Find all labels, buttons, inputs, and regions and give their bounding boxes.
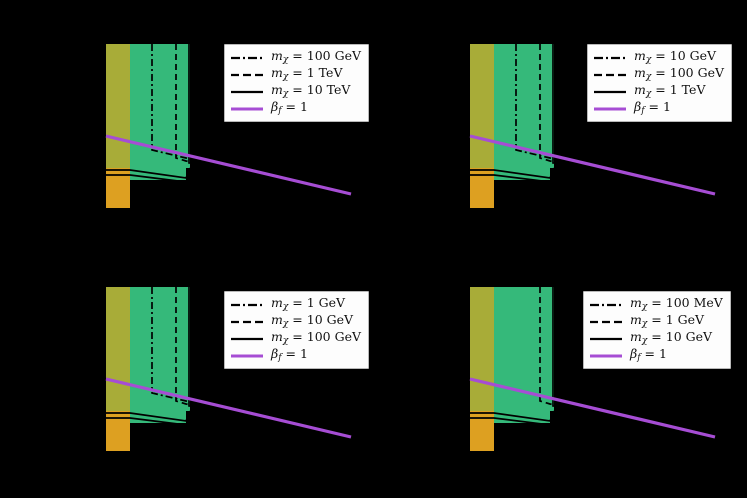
legend-key-solid-icon (589, 333, 623, 345)
legend-label: mχ = 1 GeV (630, 312, 705, 329)
shaded-bands-top-right (470, 44, 554, 208)
curve-solid-1c (470, 417, 551, 426)
legend-label: mχ = 100 GeV (634, 65, 724, 82)
legend-label: mχ = 1 TeV (634, 82, 706, 99)
legend-row: mχ = 1 GeV (230, 296, 361, 313)
shaded-bands-top-left (106, 44, 190, 208)
legend-key-solid-icon (230, 86, 264, 98)
curve-dashed-1 (175, 44, 206, 165)
curve-dashed-1 (539, 44, 570, 165)
legend-key-solid-icon (593, 86, 627, 98)
legend-row: βf = 1 (589, 347, 723, 364)
beta-f-line (105, 377, 352, 439)
legend-label: mχ = 10 GeV (630, 329, 713, 346)
beta-f-line (469, 134, 716, 196)
legend-key-dashdot-icon (230, 299, 264, 311)
legend-row: βf = 1 (230, 100, 361, 117)
beta-f-line (469, 377, 716, 439)
legend-row: mχ = 100 MeV (589, 296, 723, 313)
orange-band (470, 411, 494, 451)
legend-row: mχ = 10 GeV (593, 49, 724, 66)
legend-label: βf = 1 (271, 99, 308, 116)
legend-row: mχ = 1 GeV (589, 313, 723, 330)
legend-key-beta-icon (230, 350, 264, 362)
legend-label: mχ = 10 GeV (271, 312, 354, 329)
legend-row: mχ = 10 TeV (230, 83, 361, 100)
legend-label: mχ = 100 MeV (630, 295, 723, 312)
panel-plot-area-top-left (0, 0, 373, 249)
panel-bottom-right: mχ = 100 MeV mχ = 1 GeV mχ = 10 GeV βf =… (374, 249, 747, 498)
legend-row: mχ = 100 GeV (230, 49, 361, 66)
panel-top-left: mχ = 100 GeV mχ = 1 TeV mχ = 10 TeV βf =… (0, 0, 373, 249)
curve-solid-1c (106, 417, 187, 426)
olive-band (106, 44, 130, 168)
legend-top-left: mχ = 100 GeV mχ = 1 TeV mχ = 10 TeV βf =… (224, 44, 369, 122)
curve-solid-1 (470, 409, 556, 422)
curve-solid-1c (106, 174, 187, 183)
olive-band (470, 44, 494, 168)
orange-band (470, 168, 494, 208)
curve-dashdot-1 (151, 44, 206, 165)
legend-row: mχ = 100 GeV (230, 330, 361, 347)
olive-band (106, 287, 130, 411)
legend-label: mχ = 10 GeV (634, 48, 717, 65)
legend-row: βf = 1 (593, 100, 724, 117)
legend-key-dashed-icon (230, 69, 264, 81)
panel-plot-area-top-right (374, 0, 747, 249)
curve-dashed-1 (175, 287, 206, 408)
legend-row: mχ = 10 GeV (589, 330, 723, 347)
legend-label: mχ = 10 TeV (271, 82, 351, 99)
legend-key-dashed-icon (589, 316, 623, 328)
panel-plot-area-bottom-left (0, 249, 373, 498)
legend-label: βf = 1 (630, 346, 667, 363)
legend-key-solid-icon (230, 333, 264, 345)
legend-key-beta-icon (593, 103, 627, 115)
legend-key-dashdot-icon (589, 299, 623, 311)
legend-row: mχ = 10 GeV (230, 313, 361, 330)
curve-solid-1 (470, 166, 556, 179)
curve-dashdot-1 (515, 44, 570, 165)
legend-row: mχ = 1 TeV (593, 83, 724, 100)
legend-row: βf = 1 (230, 347, 361, 364)
legend-label: mχ = 100 GeV (271, 48, 361, 65)
shaded-bands-bottom-right (470, 287, 554, 451)
legend-label: mχ = 1 TeV (271, 65, 343, 82)
legend-label: mχ = 100 GeV (271, 329, 361, 346)
legend-key-beta-icon (589, 350, 623, 362)
curve-solid-1b (188, 287, 206, 408)
legend-top-right: mχ = 10 GeV mχ = 100 GeV mχ = 1 TeV βf =… (587, 44, 732, 122)
curve-solid-1 (106, 166, 192, 179)
orange-band (106, 411, 130, 451)
curve-solid-1b (188, 44, 206, 165)
legend-label: βf = 1 (634, 99, 671, 116)
curve-solid-1b (552, 44, 570, 165)
curves-bottom-right (470, 287, 570, 426)
legend-key-dashed-icon (593, 69, 627, 81)
legend-row: mχ = 1 TeV (230, 66, 361, 83)
curve-solid-1 (106, 409, 192, 422)
legend-row: mχ = 100 GeV (593, 66, 724, 83)
shaded-bands-bottom-left (106, 287, 190, 451)
curve-dashed-1 (539, 287, 570, 408)
beta-f-line (105, 134, 352, 196)
legend-key-dashdot-icon (593, 52, 627, 64)
curve-solid-1c (470, 174, 551, 183)
curves-top-right (470, 44, 570, 183)
legend-bottom-left: mχ = 1 GeV mχ = 10 GeV mχ = 100 GeV βf =… (224, 291, 369, 369)
panel-top-right: mχ = 10 GeV mχ = 100 GeV mχ = 1 TeV βf =… (374, 0, 747, 249)
legend-key-dashdot-icon (230, 52, 264, 64)
legend-label: βf = 1 (271, 346, 308, 363)
curves-bottom-left (106, 287, 206, 426)
olive-band (470, 287, 494, 411)
panel-bottom-left: mχ = 1 GeV mχ = 10 GeV mχ = 100 GeV βf =… (0, 249, 373, 498)
curve-dashdot-1 (151, 287, 206, 408)
curves-top-left (106, 44, 206, 183)
legend-key-beta-icon (230, 103, 264, 115)
panel-plot-area-bottom-right (374, 249, 747, 498)
curve-solid-1b (552, 287, 570, 408)
legend-key-dashed-icon (230, 316, 264, 328)
legend-label: mχ = 1 GeV (271, 295, 346, 312)
legend-bottom-right: mχ = 100 MeV mχ = 1 GeV mχ = 10 GeV βf =… (583, 291, 731, 369)
orange-band (106, 168, 130, 208)
